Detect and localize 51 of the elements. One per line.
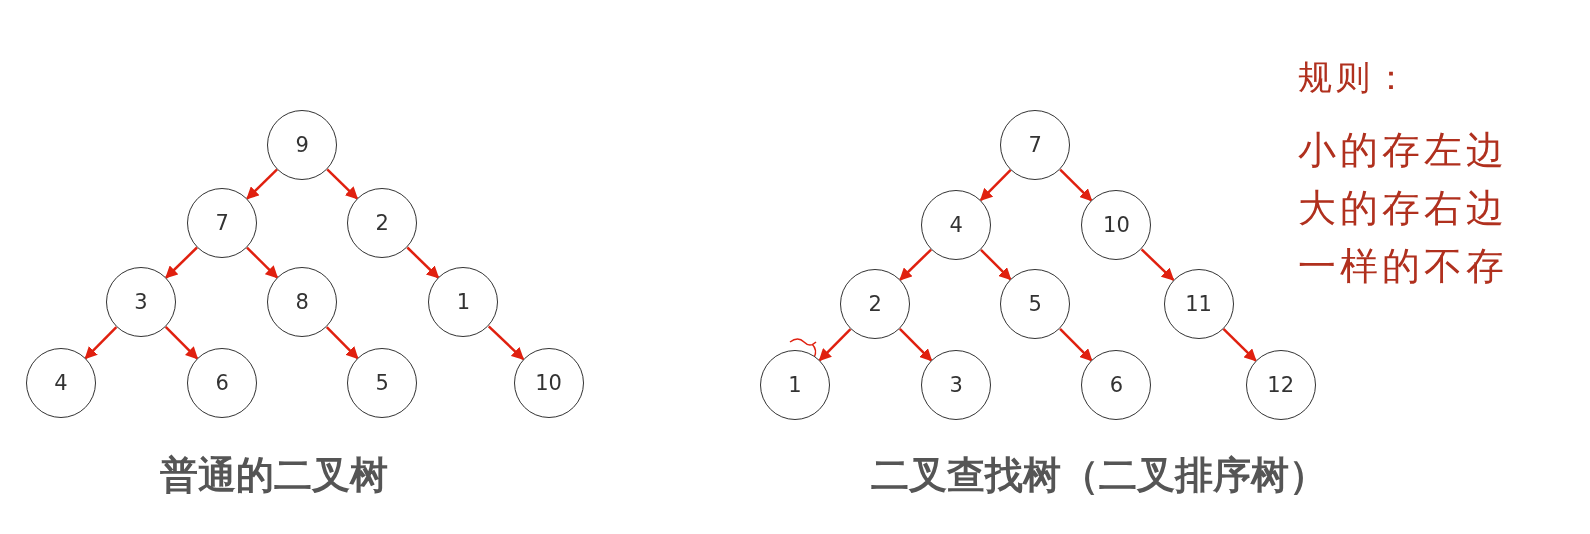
node-value: 8 xyxy=(295,290,309,315)
arrow xyxy=(164,326,199,360)
node-value: 3 xyxy=(134,290,148,315)
arrow xyxy=(899,248,932,281)
rule-note: 规则： xyxy=(1298,56,1412,99)
tree-node-circle xyxy=(1081,190,1152,261)
node-value: 10 xyxy=(535,371,562,396)
node-value: 9 xyxy=(295,133,309,157)
node-value: 1 xyxy=(788,373,802,398)
tree-node-circle xyxy=(105,267,176,338)
tree-node-circle xyxy=(428,267,499,338)
arrow xyxy=(325,326,359,360)
arrow xyxy=(980,248,1012,281)
node-value: 6 xyxy=(1109,373,1124,398)
node-value: 1 xyxy=(456,290,471,315)
node-value: 2 xyxy=(868,292,882,317)
tree-caption: 二叉查找树（二叉排序树） xyxy=(871,452,1327,499)
arrow xyxy=(1059,328,1093,362)
rule-note: 小的存左边 xyxy=(1298,127,1508,174)
arrow xyxy=(326,168,359,200)
tree-node-circle xyxy=(1163,269,1234,340)
tree-caption: 普通的二叉树 xyxy=(160,452,388,499)
arrow xyxy=(246,168,278,200)
arrow xyxy=(406,246,440,279)
node-value: 6 xyxy=(215,371,229,396)
arrow xyxy=(1222,327,1257,362)
node-value: 4 xyxy=(54,371,68,396)
arrow xyxy=(165,246,198,279)
rule-note: 大的存右边 xyxy=(1298,185,1508,232)
node-value: 5 xyxy=(375,371,389,396)
arrow xyxy=(818,328,852,362)
tree-node-circle xyxy=(840,269,911,340)
node-value: 7 xyxy=(1028,133,1042,157)
node-value: 3 xyxy=(949,373,963,398)
node-value: 12 xyxy=(1267,373,1295,398)
arrow xyxy=(1140,248,1175,281)
arrow xyxy=(1059,168,1093,202)
node-value: 5 xyxy=(1028,292,1042,317)
node-value: 2 xyxy=(375,211,389,236)
rule-note: 一样的不存 xyxy=(1298,243,1508,290)
node-value: 10 xyxy=(1103,213,1130,238)
node-value: 11 xyxy=(1185,292,1212,317)
arrow xyxy=(898,328,933,362)
arrow xyxy=(487,325,525,361)
arrow xyxy=(979,169,1012,202)
arrow xyxy=(84,326,118,360)
node-value: 7 xyxy=(215,211,229,236)
tree-node-circle xyxy=(187,188,258,259)
arrow xyxy=(246,246,279,279)
tree-node-circle xyxy=(921,190,992,261)
node-value: 4 xyxy=(949,213,963,238)
